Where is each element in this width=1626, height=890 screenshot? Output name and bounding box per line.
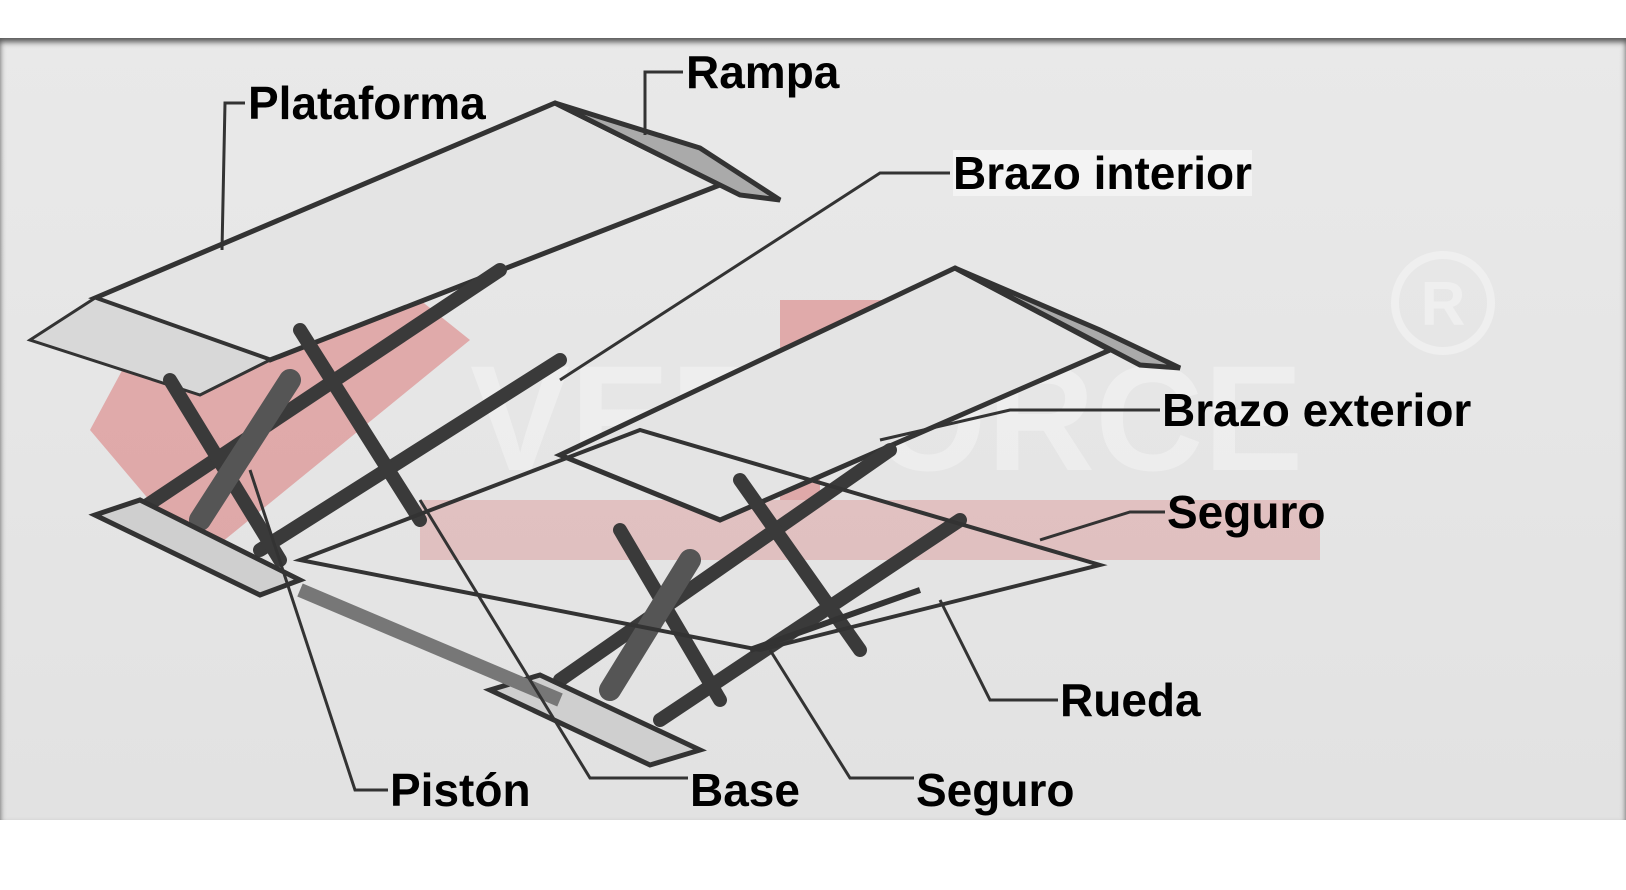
pistons [189,369,701,701]
leader-lines [220,70,1165,792]
label-base: Base [690,764,800,816]
label-seguro-right: Seguro [1167,486,1326,538]
label-piston: Pistón [390,764,531,816]
label-rampa: Rampa [686,46,840,98]
svg-text:R: R [1421,270,1466,339]
label-brazo-exterior: Brazo exterior [1162,384,1472,436]
platform-right [553,265,1182,523]
label-rueda: Rueda [1060,674,1201,726]
label-plataforma: Plataforma [248,77,486,129]
label-seguro-bottom: Seguro [916,764,1075,816]
platform-left [26,100,782,397]
label-brazo-interior: Brazo interior [953,147,1253,199]
